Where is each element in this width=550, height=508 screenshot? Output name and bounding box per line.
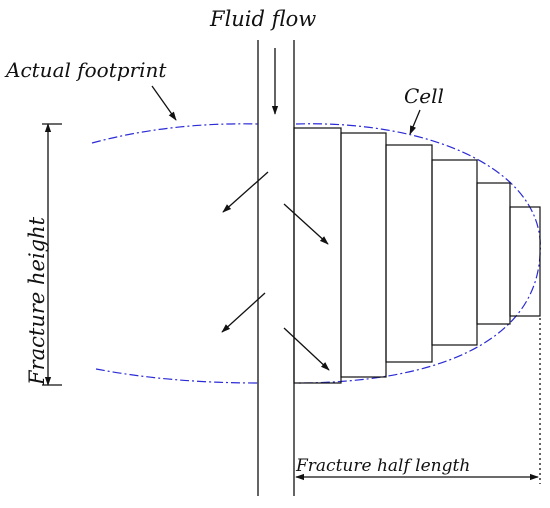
footprint-right <box>295 123 541 384</box>
cell-label: Cell <box>404 84 444 108</box>
cell-leader <box>409 109 421 135</box>
actual-footprint-label: Actual footprint <box>4 58 167 82</box>
flow-arrow-upper-right <box>283 203 329 245</box>
cell-2 <box>340 132 387 378</box>
flow-arrow-lower-right <box>283 327 330 371</box>
cell-4 <box>431 159 478 346</box>
footprint-left-lower <box>95 368 259 384</box>
flow-arrow-upper-left <box>222 171 269 213</box>
cell-3 <box>385 144 433 363</box>
fluid-flow-label: Fluid flow <box>209 7 316 31</box>
footprint-left-upper <box>91 123 259 144</box>
cell-6 <box>509 206 541 317</box>
fracture-half-length-label: Fracture half length <box>295 456 470 476</box>
fracture-height-label: Fracture height <box>25 216 49 386</box>
footprint-leader <box>151 85 177 121</box>
flow-arrow-lower-left <box>221 292 266 333</box>
cell-5 <box>476 182 511 325</box>
